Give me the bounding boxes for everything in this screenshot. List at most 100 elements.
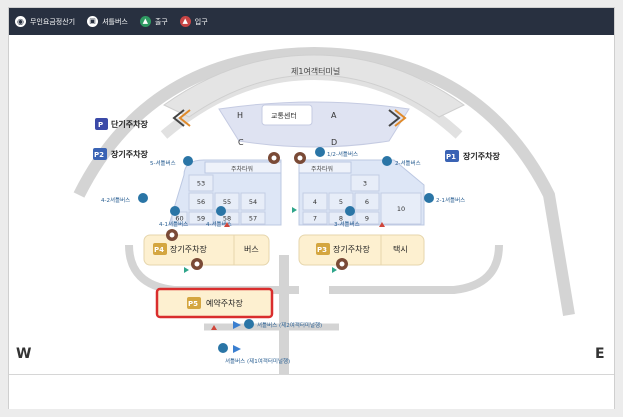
west-cell-57[interactable] (240, 211, 266, 225)
terminal-hub (218, 101, 410, 148)
bus-stop-2-1[interactable]: 2-1셔틀버스 (424, 193, 465, 204)
east-tower-header (298, 161, 352, 174)
west-cell-label: 58 (223, 215, 231, 223)
lot-p5-label: 예약주차장 (206, 298, 243, 308)
lot-p5-badge-text: P5 (188, 300, 198, 308)
bus-stop-t2-line[interactable]: 셔틀버스 (제2여객터미널행) (244, 319, 322, 329)
east-cell-label: 9 (365, 215, 369, 223)
legend-exit-label: 출구 (154, 17, 168, 26)
legend-entry: ▲ 입구 (179, 16, 208, 27)
lot-p3-extra: 택시 (393, 244, 408, 254)
west-cell-label: 57 (249, 215, 257, 223)
lot-p5[interactable] (155, 287, 274, 319)
bus-stop-1-2[interactable]: 1/2-셔틀버스 (315, 147, 358, 158)
lot-short-term-badge-text: P (98, 121, 103, 129)
lot-short-term-label: 단기주차장 (111, 119, 148, 129)
east-cell-7[interactable] (302, 211, 328, 225)
west-cell-label: 56 (197, 198, 205, 206)
kiosk-marker[interactable] (191, 258, 203, 270)
bus-stop-t1-line[interactable]: 셔틀버스 (제1여객터미널행) (218, 343, 290, 365)
west-cell-grid: 53 56 55 54 60 59 58 57 (171, 174, 266, 225)
zone-a: A (331, 111, 337, 120)
east-cell-label: 4 (313, 198, 317, 206)
west-cell-label: 60 (175, 215, 183, 223)
east-loop-road (329, 244, 503, 294)
kiosk-marker[interactable] (294, 152, 306, 164)
west-tower-header (204, 161, 282, 174)
west-cell-54[interactable] (240, 192, 266, 211)
lot-p2-label: 장기주차장 (111, 149, 148, 159)
exit-arrow-icon: ▲ (139, 16, 151, 27)
lot-p4[interactable] (143, 234, 270, 266)
compass-west: W (16, 346, 32, 362)
lot-p1-badge (445, 150, 459, 162)
zone-c: C (238, 138, 244, 147)
lot-p3-badge-text: P3 (317, 246, 327, 254)
lot-p3-label: 장기주차장 (333, 244, 370, 254)
bus-stop-t1-line-label: 셔틀버스 (제1여객터미널행) (225, 357, 290, 365)
bus-stop-4-2[interactable]: 4-2셔틀버스 (101, 193, 148, 204)
bus-stop-3[interactable]: 3-셔틀버스 (334, 206, 360, 228)
terminal-roof (163, 54, 465, 118)
legend-bus-label: 셔틀버스 (102, 17, 128, 26)
east-cell-4[interactable] (302, 192, 328, 211)
transport-center (261, 104, 313, 126)
bus-stop-5[interactable]: 5-셔틀버스 (150, 156, 193, 167)
lot-p4-badge-text: P4 (154, 246, 164, 254)
west-cell-55[interactable] (214, 192, 240, 211)
west-cell-label: 55 (223, 198, 231, 206)
legend-kiosk-label: 무인요금정산기 (30, 17, 76, 26)
bus-stop-t2-line-label: 셔틀버스 (제2여객터미널행) (257, 321, 322, 329)
entry-arrow-icon (211, 325, 217, 330)
east-cell-10[interactable] (380, 192, 422, 225)
transport-center-label: 교통센터 (271, 111, 297, 120)
compass-east: E (595, 346, 605, 362)
bus-stop-4-label: 4-셔틀버스 (206, 220, 232, 228)
west-cell-label: 54 (249, 198, 257, 206)
west-tower-label: 주차타워 (231, 165, 253, 173)
outer-ring-road (73, 46, 575, 316)
east-cell-label: 8 (339, 215, 343, 223)
legend-exit: ▲ 출구 (139, 16, 168, 27)
east-cell-6[interactable] (354, 192, 380, 211)
bus-stop-2[interactable]: 2-셔틀버스 (382, 156, 421, 167)
west-cell-53[interactable] (188, 174, 214, 192)
lot-p3-badge (316, 243, 330, 255)
lot-p4-extra: 버스 (244, 244, 259, 254)
bus-stop-4[interactable]: 4-셔틀버스 (206, 206, 232, 228)
bus-stop-4-2-label: 4-2셔틀버스 (101, 196, 130, 204)
lot-short-term-badge (95, 118, 108, 130)
west-cell-56[interactable] (188, 192, 214, 211)
east-cell-label: 10 (397, 205, 405, 213)
chevron-right-icon (388, 109, 407, 127)
kiosk-marker[interactable] (166, 229, 178, 241)
lot-p2-badge-text: P2 (94, 151, 104, 159)
east-cell-9[interactable] (354, 211, 380, 225)
exit-arrow-icon (292, 207, 297, 213)
west-cell-label: 59 (197, 215, 205, 223)
lot-p5-badge (187, 297, 201, 309)
kiosk-marker[interactable] (268, 152, 280, 164)
chevron-left-icon (172, 109, 191, 127)
legend-bus: ▣ 셔틀버스 (87, 16, 128, 27)
kiosk-marker[interactable] (336, 258, 348, 270)
parking-map[interactable]: 제1여객터미널 교통센터 H A C D (9, 35, 614, 395)
map-panel: ◉ 무인요금정산기 ▣ 셔틀버스 ▲ 출구 ▲ 입구 (8, 7, 615, 409)
zone-h: H (237, 111, 243, 120)
lot-p4-badge (153, 243, 167, 255)
exit-arrow-icon (184, 267, 189, 273)
bus-stop-2-label: 2-셔틀버스 (395, 159, 421, 167)
bus-stop-4-1[interactable]: 4-1셔틀버스 (159, 206, 188, 228)
bus-icon: ▣ (87, 16, 99, 27)
west-cell-59[interactable] (188, 211, 214, 225)
east-cell-3[interactable] (350, 174, 380, 192)
bus-stop-3-label: 3-셔틀버스 (334, 220, 360, 228)
terminal-title: 제1여객터미널 (291, 66, 340, 76)
bus-stop-2-1-label: 2-1셔틀버스 (436, 196, 465, 204)
direction-arrow-icon (233, 321, 241, 329)
kiosk-icon: ◉ (15, 16, 26, 27)
east-cell-5[interactable] (328, 192, 354, 211)
west-cell-label: 53 (197, 180, 205, 188)
lot-p3[interactable] (298, 234, 425, 266)
